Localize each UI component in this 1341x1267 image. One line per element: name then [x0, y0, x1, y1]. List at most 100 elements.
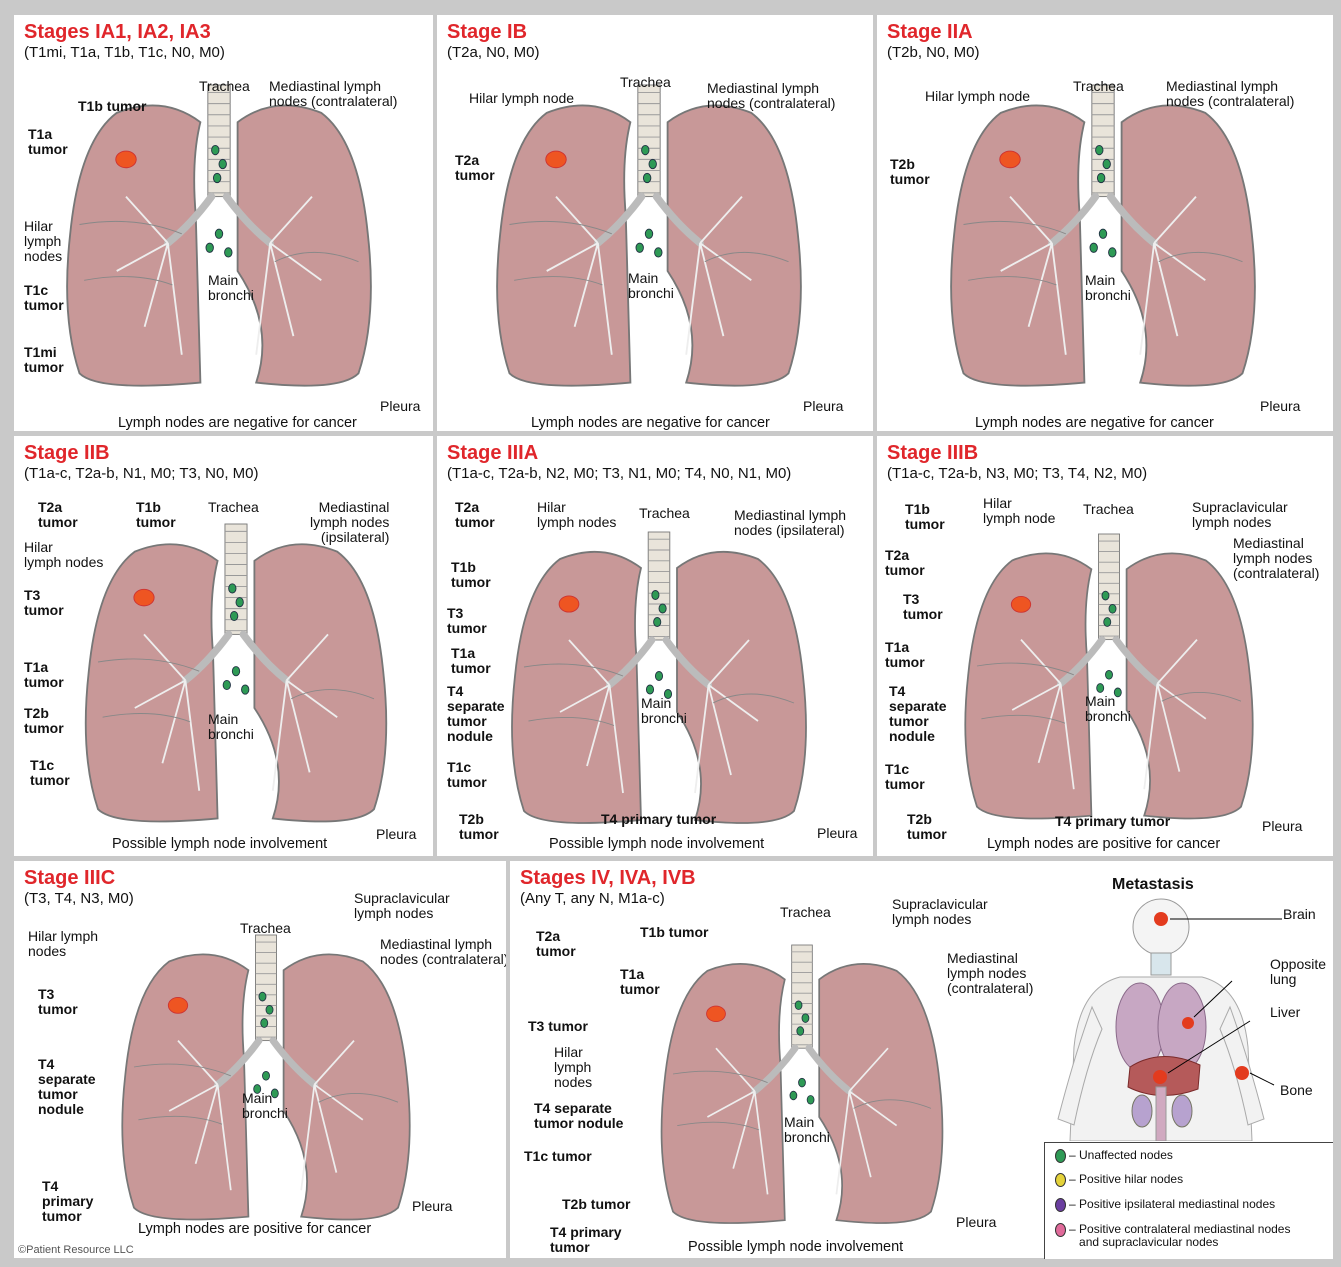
panel-footer: Possible lymph node involvement	[549, 836, 764, 852]
lymph-node	[1109, 248, 1116, 257]
panel-footer: Lymph nodes are positive for cancer	[987, 836, 1220, 852]
label-main-bronchi: Main bronchi	[784, 1115, 830, 1145]
label-t3: T3 tumor	[528, 1019, 588, 1034]
label-t4-primary: T4 primary tumor	[42, 1179, 93, 1224]
tumor	[134, 589, 154, 606]
lymph-node	[232, 667, 239, 676]
panel-stage-iib: Stage IIB (T1a-c, T2a-b, N1, M0; T3, N0,…	[14, 436, 433, 856]
label-pleura: Pleura	[1260, 399, 1300, 414]
label-supraclavicular: Supraclavicular lymph nodes	[354, 891, 450, 921]
lymph-node	[259, 992, 266, 1001]
lymph-node	[230, 611, 237, 620]
label-t2b: T2b tumor	[459, 812, 499, 842]
label-hilar: Hilar lymph nodes	[554, 1045, 592, 1090]
legend-label: Unaffected nodes	[1079, 1148, 1173, 1162]
label-brain: Brain	[1283, 907, 1316, 922]
lymph-node	[655, 672, 662, 681]
label-trachea: Trachea	[620, 75, 671, 90]
label-t1a: T1a tumor	[620, 967, 660, 997]
label-mediastinal: Mediastinal lymph nodes (contralateral)	[1166, 79, 1294, 109]
label-t4-primary: T4 primary tumor	[550, 1225, 622, 1255]
panel-footer: Lymph nodes are negative for cancer	[531, 415, 770, 431]
label-t1a: T1a tumor	[24, 660, 64, 690]
label-mediastinal: Mediastinal lymph nodes (ipsilateral)	[734, 508, 846, 538]
label-mediastinal: Mediastinal lymph nodes (contralateral)	[947, 951, 1033, 996]
legend-label: Positive contralateral mediastinal nodes…	[1079, 1223, 1290, 1249]
lymph-node	[799, 1078, 806, 1087]
label-main-bronchi: Main bronchi	[628, 271, 674, 301]
panel-stage-iiic: Stage IIIC (T3, T4, N3, M0) Trachea Supr…	[14, 861, 506, 1258]
label-t1c: T1c tumor	[447, 760, 487, 790]
lymph-node	[1104, 618, 1111, 627]
label-main-bronchi: Main bronchi	[1085, 273, 1131, 303]
lymph-node	[212, 145, 219, 154]
label-t4-separate: T4 separate tumor nodule	[889, 684, 947, 744]
lymph-node	[1102, 591, 1109, 600]
lymph-node	[646, 685, 653, 694]
tumor	[707, 1006, 726, 1021]
lymph-node	[1097, 684, 1104, 693]
label-t2a: T2a tumor	[455, 153, 495, 183]
legend-row: – Unaffected nodes	[1055, 1149, 1173, 1163]
label-mediastinal: Mediastinal lymph nodes (contralateral)	[1233, 536, 1319, 581]
label-t1a: T1a tumor	[451, 646, 491, 676]
tumor	[546, 151, 566, 168]
legend-row: – Positive hilar nodes	[1055, 1173, 1183, 1187]
label-t2a: T2a tumor	[885, 548, 925, 578]
legend-row: – Positive ipsilateral mediastinal nodes	[1055, 1198, 1275, 1212]
lymph-node	[649, 159, 656, 168]
metastasis-title: Metastasis	[1112, 877, 1194, 892]
label-t2a: T2a tumor	[38, 500, 78, 530]
lymph-node	[636, 243, 643, 252]
legend-row: – Positive contralateral mediastinal nod…	[1055, 1223, 1290, 1249]
lymph-node	[236, 598, 243, 607]
copyright: ©Patient Resource LLC	[18, 1244, 134, 1256]
panel-stage-iiib: Stage IIIB (T1a-c, T2a-b, N3, M0; T3, T4…	[877, 436, 1333, 856]
label-main-bronchi: Main bronchi	[208, 273, 254, 303]
node-legend: – Unaffected nodes – Positive hilar node…	[1044, 1142, 1333, 1259]
lung-illustration	[437, 436, 873, 856]
lymph-node	[1097, 173, 1104, 182]
panel-footer: Lymph nodes are negative for cancer	[118, 415, 357, 431]
lymph-node	[802, 1014, 809, 1023]
label-supraclavicular: Supraclavicular lymph nodes	[892, 897, 988, 927]
lymph-node	[1109, 604, 1116, 613]
label-t2b: T2b tumor	[562, 1197, 630, 1212]
label-trachea: Trachea	[240, 921, 291, 936]
label-t3: T3 tumor	[903, 592, 943, 622]
lymph-node	[1105, 670, 1112, 679]
legend-swatch	[1055, 1173, 1066, 1187]
lymph-node	[795, 1001, 802, 1010]
label-t2a: T2a tumor	[455, 500, 495, 530]
panel-stage-iiia: Stage IIIA (T1a-c, T2a-b, N2, M0; T3, N1…	[437, 436, 873, 856]
label-mediastinal: Mediastinal lymph nodes (contralateral)	[707, 81, 835, 111]
label-t1b: T1b tumor	[640, 925, 708, 940]
label-t1c: T1c tumor	[885, 762, 925, 792]
lymph-node	[262, 1071, 269, 1080]
lymph-node	[223, 680, 230, 689]
label-t1b: T1b tumor	[136, 500, 176, 530]
legend-swatch	[1055, 1198, 1066, 1212]
label-hilar: Hilar lymph nodes	[28, 929, 98, 959]
label-pleura: Pleura	[1262, 819, 1302, 834]
tumor	[559, 596, 579, 612]
lymph-node	[655, 248, 662, 257]
label-bone: Bone	[1280, 1083, 1313, 1098]
label-pleura: Pleura	[380, 399, 420, 414]
label-hilar: Hilar lymph node	[983, 496, 1055, 526]
label-supraclavicular: Supraclavicular lymph nodes	[1192, 500, 1288, 530]
lymph-node	[1103, 159, 1110, 168]
label-main-bronchi: Main bronchi	[1085, 694, 1131, 724]
label-main-bronchi: Main bronchi	[242, 1091, 288, 1121]
panel-stage-ib: Stage IB (T2a, N0, M0) Trachea Mediastin…	[437, 15, 873, 431]
lymph-node	[1096, 145, 1103, 154]
label-t1a: T1a tumor	[885, 640, 925, 670]
label-t4-separate: T4 separate tumor nodule	[38, 1057, 96, 1117]
label-t4-primary: T4 primary tumor	[601, 812, 716, 827]
panel-footer: Lymph nodes are positive for cancer	[138, 1221, 371, 1237]
label-mediastinal: Mediastinal lymph nodes (contralateral)	[380, 937, 506, 967]
label-trachea: Trachea	[1073, 79, 1124, 94]
lymph-node	[790, 1091, 797, 1100]
legend-swatch	[1055, 1223, 1066, 1237]
label-t1b: T1b tumor	[451, 560, 491, 590]
